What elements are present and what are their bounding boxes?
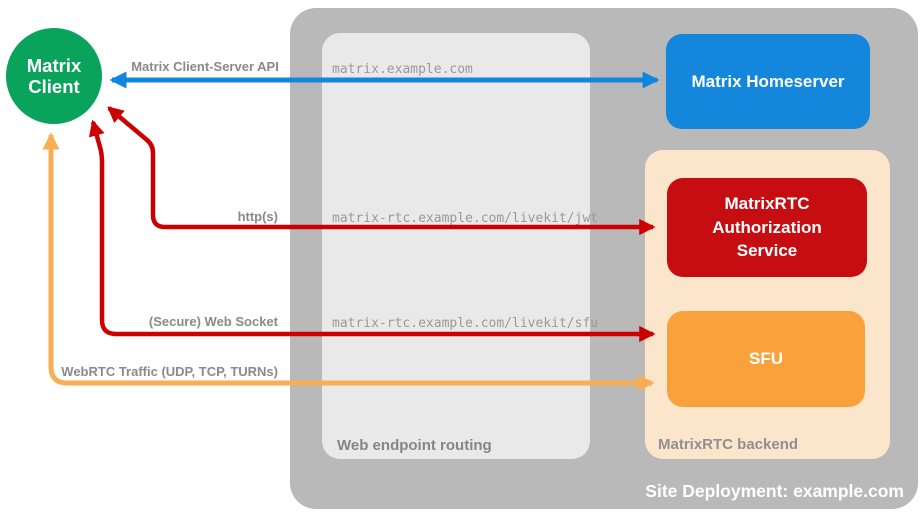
node-sfu: SFU — [667, 311, 865, 407]
node-matrixrtc-authorization-service: MatrixRTC Authorization Service — [667, 178, 867, 277]
site-deployment-title: Site Deployment: example.com — [645, 481, 904, 501]
matrix-client-label: Matrix Client — [26, 54, 82, 97]
node-matrix-homeserver: Matrix Homeserver — [666, 34, 870, 129]
edge-label-secure-web-socket: (Secure) Web Socket — [148, 314, 278, 329]
edge-label-https: http(s) — [237, 209, 278, 224]
web-endpoint-routing-container — [322, 33, 590, 459]
sfu-label: SFU — [749, 349, 783, 368]
edge-label-client-server-api: Matrix Client-Server API — [131, 59, 279, 74]
matrixrtc-backend-title: MatrixRTC backend — [658, 436, 799, 453]
authorization-service-label: MatrixRTC Authorization Service — [712, 194, 822, 261]
node-matrix-client: Matrix Client — [6, 28, 102, 124]
route-entry-livekit-jwt: matrix-rtc.example.com/livekit/jwt — [332, 211, 599, 226]
matrix-homeserver-label: Matrix Homeserver — [691, 71, 845, 91]
web-endpoint-routing-title: Web endpoint routing — [337, 437, 492, 454]
edge-label-webrtc-traffic: WebRTC Traffic (UDP, TCP, TURNs) — [61, 364, 278, 379]
route-entry-homeserver: matrix.example.com — [332, 62, 473, 77]
route-entry-livekit-sfu: matrix-rtc.example.com/livekit/sfu — [332, 316, 599, 331]
